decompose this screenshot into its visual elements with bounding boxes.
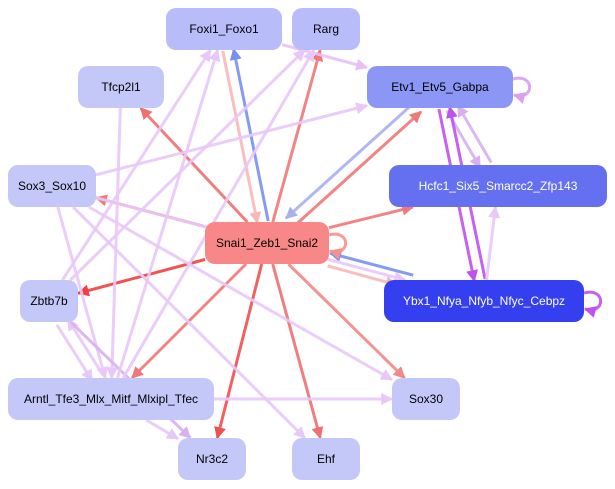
node-label: Sox3_Sox10 xyxy=(18,179,86,193)
edge-snai1-to-etv1 xyxy=(293,110,423,227)
node-box[interactable] xyxy=(292,438,360,480)
edge-snai1-to-ybx1 xyxy=(327,264,398,288)
edge-ybx1-to-hcfc1 xyxy=(485,205,501,281)
node-label: Snai1_Zeb1_Snai2 xyxy=(216,236,318,250)
node-ybx1[interactable]: Ybx1_Nfya_Nfyb_Nfyc_Cebpz xyxy=(384,280,584,322)
node-tfcp2l1[interactable]: Tfcp2l1 xyxy=(78,66,164,108)
node-box[interactable] xyxy=(389,165,607,207)
node-label: Sox30 xyxy=(409,392,443,406)
node-label: Ybx1_Nfya_Nfyb_Nfyc_Cebpz xyxy=(403,294,565,308)
edge-sox3-to-etv1 xyxy=(95,102,369,177)
edge-snai1-to-rarg xyxy=(271,48,324,223)
node-snai1[interactable]: Snai1_Zeb1_Snai2 xyxy=(205,222,329,264)
node-label: Rarg xyxy=(313,22,339,36)
node-box[interactable] xyxy=(178,438,246,480)
edge-arntl-to-zbtb7b xyxy=(66,318,105,377)
node-label: Hcfc1_Six5_Smarcc2_Zfp143 xyxy=(419,179,578,193)
edge-ybx1-to-ybx1 xyxy=(583,290,602,318)
node-arntl[interactable]: Arntl_Tfe3_Mlx_Mitf_Mlxipl_Tfec xyxy=(8,378,214,420)
edge-foxi1-to-etv1 xyxy=(281,43,369,71)
edge-zbtb7b-to-arntl xyxy=(55,323,94,382)
edge-arntl-to-foxi1 xyxy=(115,48,221,379)
node-label: Zbtb7b xyxy=(30,294,68,308)
node-label: Ehf xyxy=(317,452,336,466)
node-box[interactable] xyxy=(392,378,460,420)
node-label: Nr3c2 xyxy=(196,452,228,466)
node-box[interactable] xyxy=(292,8,360,50)
node-rarg[interactable]: Rarg xyxy=(292,8,360,50)
node-sox30[interactable]: Sox30 xyxy=(392,378,460,420)
edge-hcfc1-to-etv1 xyxy=(456,104,493,164)
edge-tfcp2l1-to-arntl xyxy=(106,107,122,380)
edge-snai1-to-hcfc1 xyxy=(328,203,415,230)
edge-etv1-to-snai1 xyxy=(284,103,414,220)
edge-sox3-to-sox30 xyxy=(88,205,394,381)
node-box[interactable] xyxy=(205,222,329,264)
edge-snai1-to-sox30 xyxy=(287,262,406,380)
edge-snai1-to-tfcp2l1 xyxy=(139,106,249,224)
node-nr3c2[interactable]: Nr3c2 xyxy=(178,438,246,480)
node-box[interactable] xyxy=(78,66,164,108)
node-box[interactable] xyxy=(367,66,513,108)
node-sox3[interactable]: Sox3_Sox10 xyxy=(8,165,96,207)
edge-zbtb7b-to-foxi1 xyxy=(61,48,212,281)
node-ehf[interactable]: Ehf xyxy=(292,438,360,480)
node-etv1[interactable]: Etv1_Etv5_Gabpa xyxy=(367,66,513,108)
edge-snai1-to-snai1 xyxy=(328,232,347,260)
node-label: Tfcp2l1 xyxy=(101,80,141,94)
edge-sox3-to-ehf xyxy=(72,205,306,440)
node-box[interactable] xyxy=(384,280,584,322)
edge-arntl-to-nr3c2 xyxy=(145,418,180,441)
node-label: Foxi1_Foxo1 xyxy=(189,22,259,36)
edge-snai1-to-nr3c2 xyxy=(214,263,264,440)
edge-arntl-to-rarg xyxy=(121,48,316,379)
node-label: Arntl_Tfe3_Mlx_Mitf_Mlxipl_Tfec xyxy=(24,392,198,406)
node-box[interactable] xyxy=(166,8,282,50)
edge-etv1-to-etv1 xyxy=(512,76,531,104)
node-box[interactable] xyxy=(8,378,214,420)
edges-layer xyxy=(55,43,602,441)
node-hcfc1[interactable]: Hcfc1_Six5_Smarcc2_Zfp143 xyxy=(389,165,607,207)
node-zbtb7b[interactable]: Zbtb7b xyxy=(20,280,78,322)
node-label: Etv1_Etv5_Gabpa xyxy=(391,80,489,94)
node-box[interactable] xyxy=(20,280,78,322)
node-box[interactable] xyxy=(8,165,96,207)
edge-snai1-to-ehf xyxy=(271,263,324,440)
node-foxi1[interactable]: Foxi1_Foxo1 xyxy=(166,8,282,50)
